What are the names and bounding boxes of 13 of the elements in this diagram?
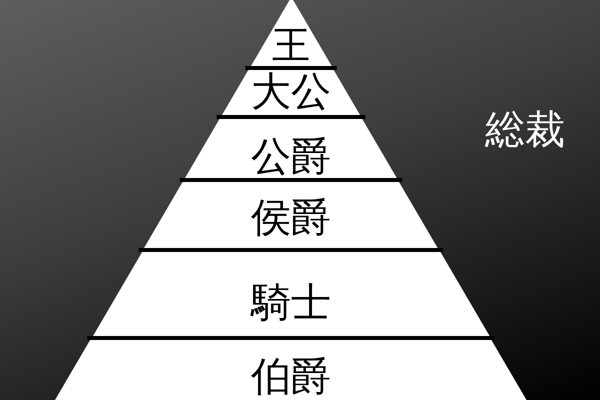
tier-label: 騎士 [250,283,331,323]
tier-label: 王 [272,26,310,64]
side-label: 総裁 [485,110,565,150]
pyramid-tier [222,70,360,115]
tier-label: 伯爵 [250,357,331,397]
pyramid-tier [185,119,397,178]
pyramid-tier [144,182,438,248]
pyramid-tier [55,340,527,400]
tier-label: 公爵 [250,137,331,177]
tier-label: 侯爵 [250,198,331,238]
pyramid-tier [250,0,332,66]
pyramid-tier [92,252,490,336]
tier-label: 大公 [250,72,331,112]
